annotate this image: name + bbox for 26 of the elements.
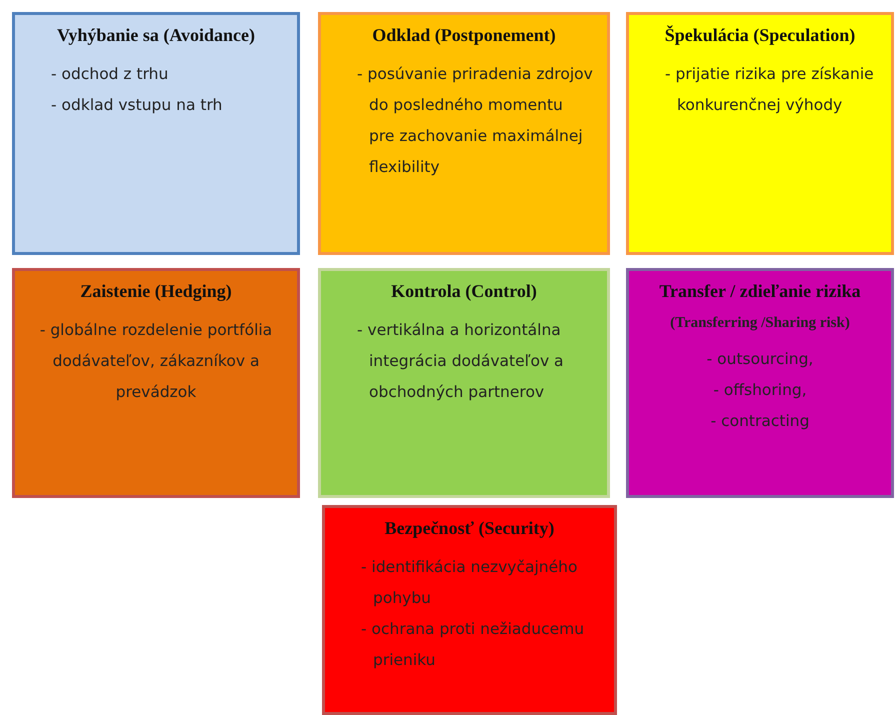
bullet-item: - contracting: [710, 410, 810, 432]
strategy-card: [626, 12, 894, 255]
bullet-item: - posúvanie priradenia zdrojov do posledného momentu pre zachovanie maximálnej flexibility: [357, 64, 593, 178]
card-title: Kontrola (Control): [390, 281, 538, 303]
bullet-item: - ochrana proti nežiaducemu prieniku: [361, 618, 586, 671]
strategy-card: [318, 12, 610, 255]
strategy-card: [12, 268, 300, 498]
strategy-card: [626, 268, 894, 498]
card-title: Vyhýbanie sa (Avoidance): [56, 25, 256, 47]
bullet-item: - vertikálna a horizontálna integrácia dodávateľov a obchodných partnerov: [357, 320, 565, 403]
bullet-item: - prijatie rizika pre získanie konkurenčnej výhody: [665, 64, 875, 116]
bullet-item: - odklad vstupu na trh: [51, 94, 224, 116]
card-title: Zaistenie (Hedging): [79, 281, 233, 303]
bullet-item: - globálne rozdelenie portfólia dodávateľov, zákazníkov a prevádzok: [38, 320, 274, 403]
bullet-item: - outsourcing,: [706, 348, 814, 370]
strategy-card: [322, 505, 617, 715]
strategy-card: [318, 268, 610, 498]
card-title: Transfer / zdieľanie rizika: [658, 281, 862, 303]
bullet-item: - identifikácia nezvyčajného pohybu: [361, 556, 578, 609]
bullet-item: - offshoring,: [712, 380, 808, 401]
card-title: Špekulácia (Speculation): [664, 25, 856, 47]
card-title: Bezpečnosť (Security): [384, 518, 556, 540]
strategy-card: [12, 12, 300, 255]
bullet-item: - odchod z trhu: [51, 64, 170, 85]
card-title: Odklad (Postponement): [371, 25, 557, 47]
card-subtitle: (Transferring /Sharing risk): [669, 314, 851, 332]
